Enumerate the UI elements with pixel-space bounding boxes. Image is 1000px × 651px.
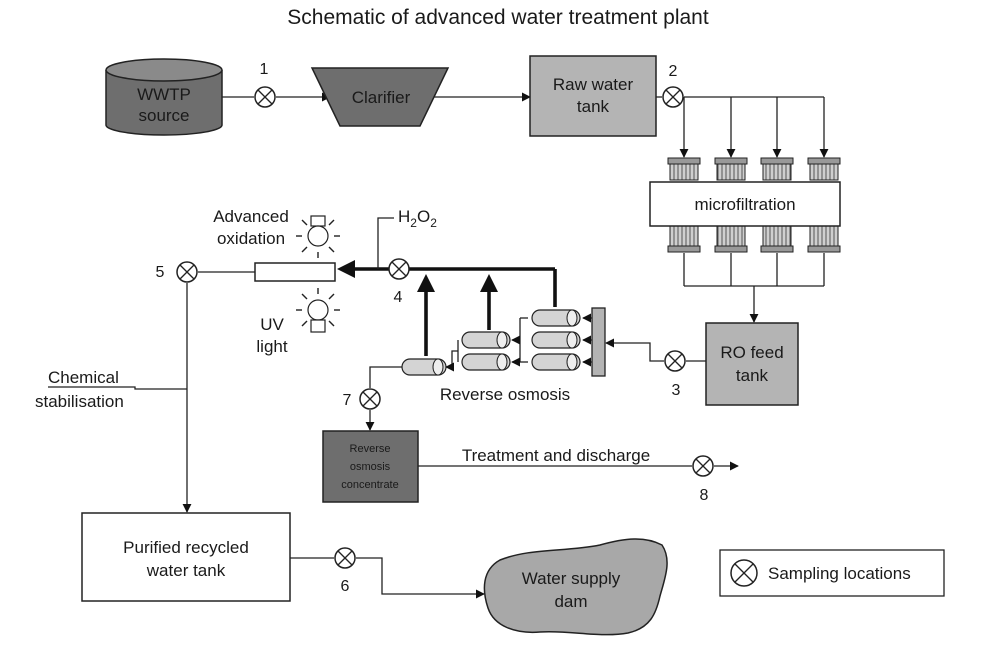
ro-feed-label-2: tank (736, 366, 769, 385)
microfiltration-label: microfiltration (694, 195, 795, 214)
advanced-oxidation-unit: Advanced oxidation (213, 207, 340, 356)
sampling-valve-4-icon (388, 258, 410, 280)
sampling-valve-3-icon (664, 350, 686, 372)
sampling-valve-2-icon (662, 86, 684, 108)
sampling-number-1: 1 (260, 61, 269, 78)
sampling-valve-8-icon (692, 455, 714, 477)
sampling-number-5: 5 (156, 264, 165, 281)
reverse-osmosis-unit: Reverse osmosis (401, 307, 606, 404)
chemical-label-1: Chemical (48, 368, 119, 387)
legend-sampling-icon (730, 559, 758, 587)
concentrate-label-2: osmosis (350, 461, 391, 473)
chemical-label-2: stabilisation (35, 392, 124, 411)
sampling-valve-1-icon (254, 86, 276, 108)
purified-label-2: water tank (146, 561, 226, 580)
concentrate-label-3: concentrate (341, 479, 398, 491)
raw-tank-label-2: tank (577, 97, 610, 116)
wwtp-label-1: WWTP (137, 85, 191, 104)
sampling-numbers: 1 2 3 4 5 6 7 8 (156, 61, 709, 595)
water-supply-dam: Water supply dam (483, 538, 668, 636)
sampling-number-7: 7 (343, 392, 352, 409)
ro-feed-tank: RO feed tank (705, 322, 799, 406)
flow-lines (48, 92, 829, 599)
legend: Sampling locations (719, 549, 945, 597)
uv-label-1: UV (260, 315, 284, 334)
raw-water-tank: Raw water tank (529, 55, 657, 137)
sampling-valve-6-icon (334, 547, 356, 569)
sampling-number-8: 8 (700, 487, 709, 504)
legend-label: Sampling locations (768, 564, 911, 583)
concentrate-label-1: Reverse (350, 443, 391, 455)
sampling-valve-5-icon (176, 261, 198, 283)
sampling-valve-7-icon (359, 388, 381, 410)
purified-water-tank: Purified recycled water tank (81, 512, 291, 602)
treatment-discharge-label: Treatment and discharge (462, 446, 650, 465)
uv-lamp-top-icon (296, 215, 340, 258)
wwtp-label-2: source (138, 106, 189, 125)
clarifier-label: Clarifier (352, 88, 411, 107)
purified-label-1: Purified recycled (123, 538, 249, 557)
uv-lamp-bottom-icon (296, 288, 340, 333)
wwtp-source: WWTP source (105, 58, 223, 136)
sampling-number-3: 3 (672, 382, 681, 399)
sampling-number-4: 4 (394, 289, 403, 306)
microfiltration-unit: microfiltration (649, 157, 841, 253)
ro-concentrate-tank: Reverse osmosis concentrate (322, 430, 419, 503)
dam-label-2: dam (554, 592, 587, 611)
reverse-osmosis-label: Reverse osmosis (440, 385, 570, 404)
sampling-number-2: 2 (669, 63, 678, 80)
uv-label-2: light (256, 337, 287, 356)
ro-feed-label-1: RO feed (720, 343, 783, 362)
aop-label-1: Advanced (213, 207, 289, 226)
diagram-title: Schematic of advanced water treatment pl… (287, 6, 709, 29)
raw-tank-label-1: Raw water (553, 75, 634, 94)
sampling-valves (176, 86, 714, 569)
dam-label-1: Water supply (522, 569, 621, 588)
h2o2-label: H2O2 (398, 207, 437, 230)
aop-label-2: oxidation (217, 229, 285, 248)
clarifier: Clarifier (310, 67, 450, 127)
sampling-number-6: 6 (341, 578, 350, 595)
